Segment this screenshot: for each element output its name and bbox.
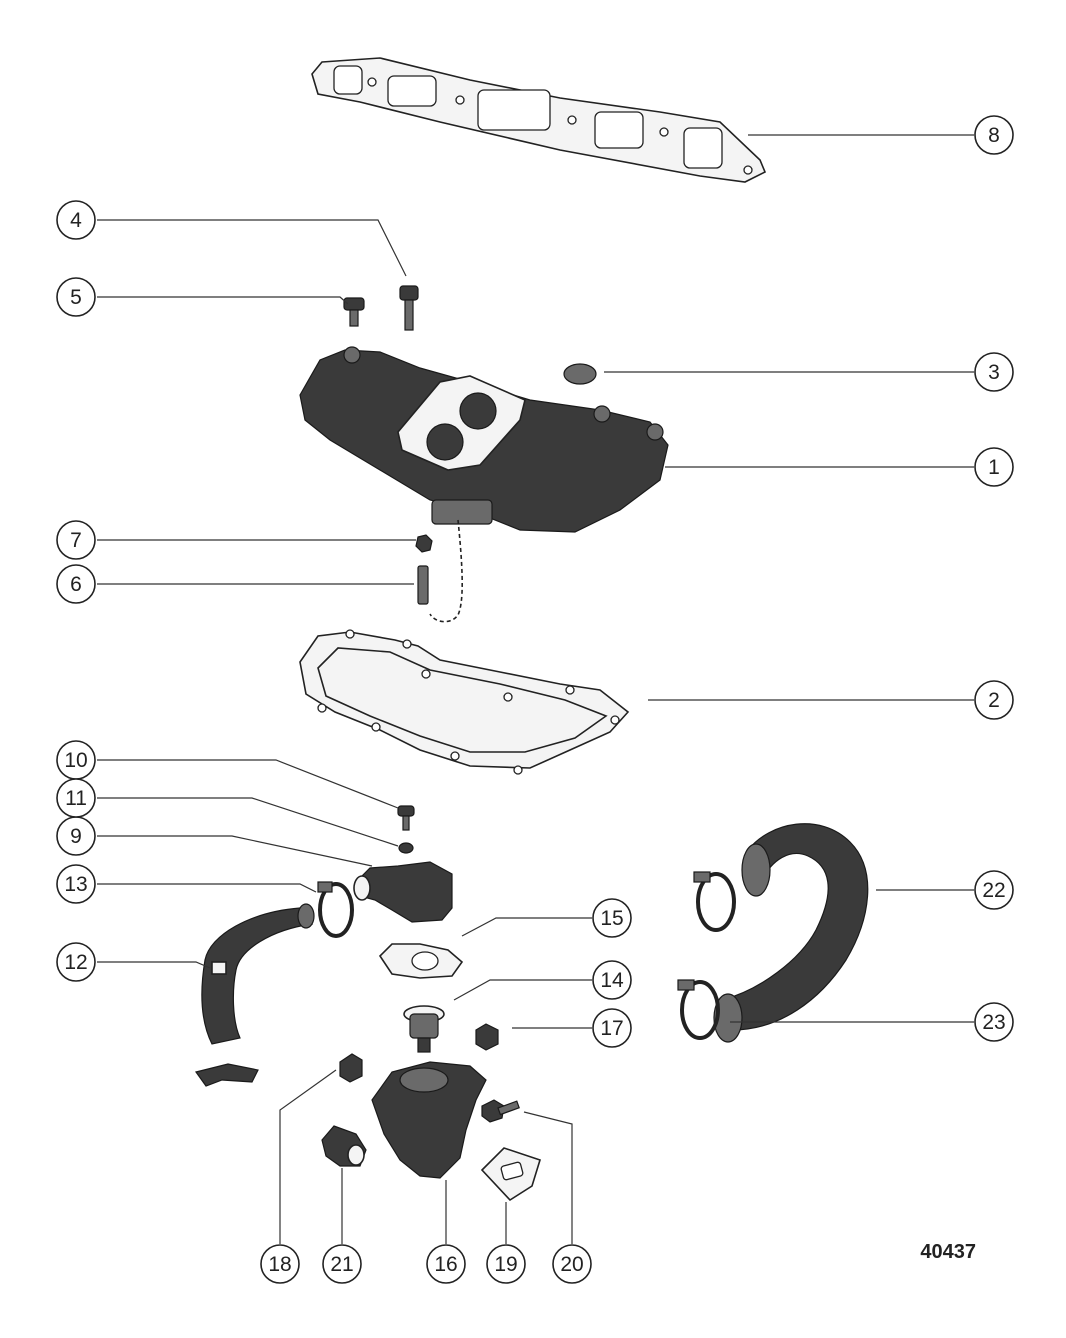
svg-text:22: 22: [982, 879, 1005, 902]
part-18-fitting: [339, 1053, 363, 1083]
callout-23: 23: [974, 1002, 1014, 1042]
callout-1: 1: [974, 447, 1014, 487]
callout-22: 22: [974, 870, 1014, 910]
part-2-manifold-gasket: [299, 629, 630, 775]
part-10-screw: [397, 805, 415, 831]
svg-text:14: 14: [600, 969, 624, 992]
callout-18: 18: [260, 1244, 300, 1284]
svg-text:20: 20: [560, 1253, 583, 1276]
callout-2: 2: [974, 680, 1014, 720]
callout-12: 12: [56, 942, 96, 982]
svg-text:5: 5: [70, 286, 82, 309]
part-22-large-hose: [713, 823, 869, 1043]
svg-text:12: 12: [64, 951, 87, 974]
part-13-hose-clamp: [317, 881, 354, 938]
part-5-screw: [343, 297, 365, 327]
part-8-manifold-gasket: [311, 57, 767, 183]
callout-3: 3: [974, 352, 1014, 392]
leader-lines: [97, 134, 974, 1244]
part-23-hose-clamp: [677, 979, 720, 1040]
callout-bubbles: 1 2 3 4 5 6 7 8 9 10 11 12 13 14 15 16 1…: [56, 115, 1014, 1284]
part-21-fitting: [321, 1125, 367, 1167]
svg-text:3: 3: [988, 361, 1000, 384]
svg-text:11: 11: [65, 787, 87, 810]
callout-21: 21: [322, 1244, 362, 1284]
part-12-clamp: [194, 1063, 259, 1087]
callout-10: 10: [56, 740, 96, 780]
callout-19: 19: [486, 1244, 526, 1284]
callout-5: 5: [56, 277, 96, 317]
svg-text:4: 4: [70, 209, 82, 232]
part-4-screw: [399, 285, 419, 331]
svg-text:15: 15: [600, 907, 623, 930]
part-17-plug: [475, 1023, 499, 1051]
part-9-elbow-fitting: [353, 861, 453, 923]
svg-text:18: 18: [268, 1253, 291, 1276]
callout-14: 14: [592, 960, 632, 1000]
svg-text:23: 23: [982, 1011, 1005, 1034]
callout-7: 7: [56, 520, 96, 560]
svg-text:8: 8: [988, 124, 1000, 147]
callout-8: 8: [974, 115, 1014, 155]
part-22-hose-clamp: [693, 871, 736, 932]
svg-text:9: 9: [70, 825, 82, 848]
callout-6: 6: [56, 564, 96, 604]
part-1-intake-manifold: [299, 346, 669, 623]
callout-15: 15: [592, 898, 632, 938]
figure-number: 40437: [920, 1241, 976, 1263]
part-16-thermostat-housing: [371, 1061, 487, 1179]
svg-text:16: 16: [434, 1253, 457, 1276]
part-3-plug: [563, 363, 597, 385]
part-7-nut: [415, 534, 433, 553]
part-19-gasket: [480, 1147, 541, 1202]
callout-16: 16: [426, 1244, 466, 1284]
callout-13: 13: [56, 864, 96, 904]
callout-4: 4: [56, 200, 96, 240]
svg-text:19: 19: [494, 1253, 517, 1276]
part-20-screw: [481, 1099, 520, 1123]
svg-text:1: 1: [988, 456, 1000, 479]
part-11-washer: [398, 842, 414, 854]
svg-text:17: 17: [600, 1017, 623, 1040]
callout-17: 17: [592, 1008, 632, 1048]
callout-20: 20: [552, 1244, 592, 1284]
part-15-thermostat-gasket: [378, 943, 464, 979]
part-14-thermostat: [403, 1005, 445, 1053]
svg-text:21: 21: [330, 1253, 353, 1276]
svg-text:7: 7: [70, 529, 82, 552]
callout-9: 9: [56, 816, 96, 856]
svg-text:10: 10: [64, 749, 87, 772]
part-12-short-hose: [201, 903, 315, 1045]
callout-11: 11: [56, 778, 96, 818]
part-6-stud: [417, 565, 429, 605]
svg-text:2: 2: [988, 689, 1000, 712]
svg-text:13: 13: [64, 873, 87, 896]
svg-text:6: 6: [70, 573, 82, 596]
